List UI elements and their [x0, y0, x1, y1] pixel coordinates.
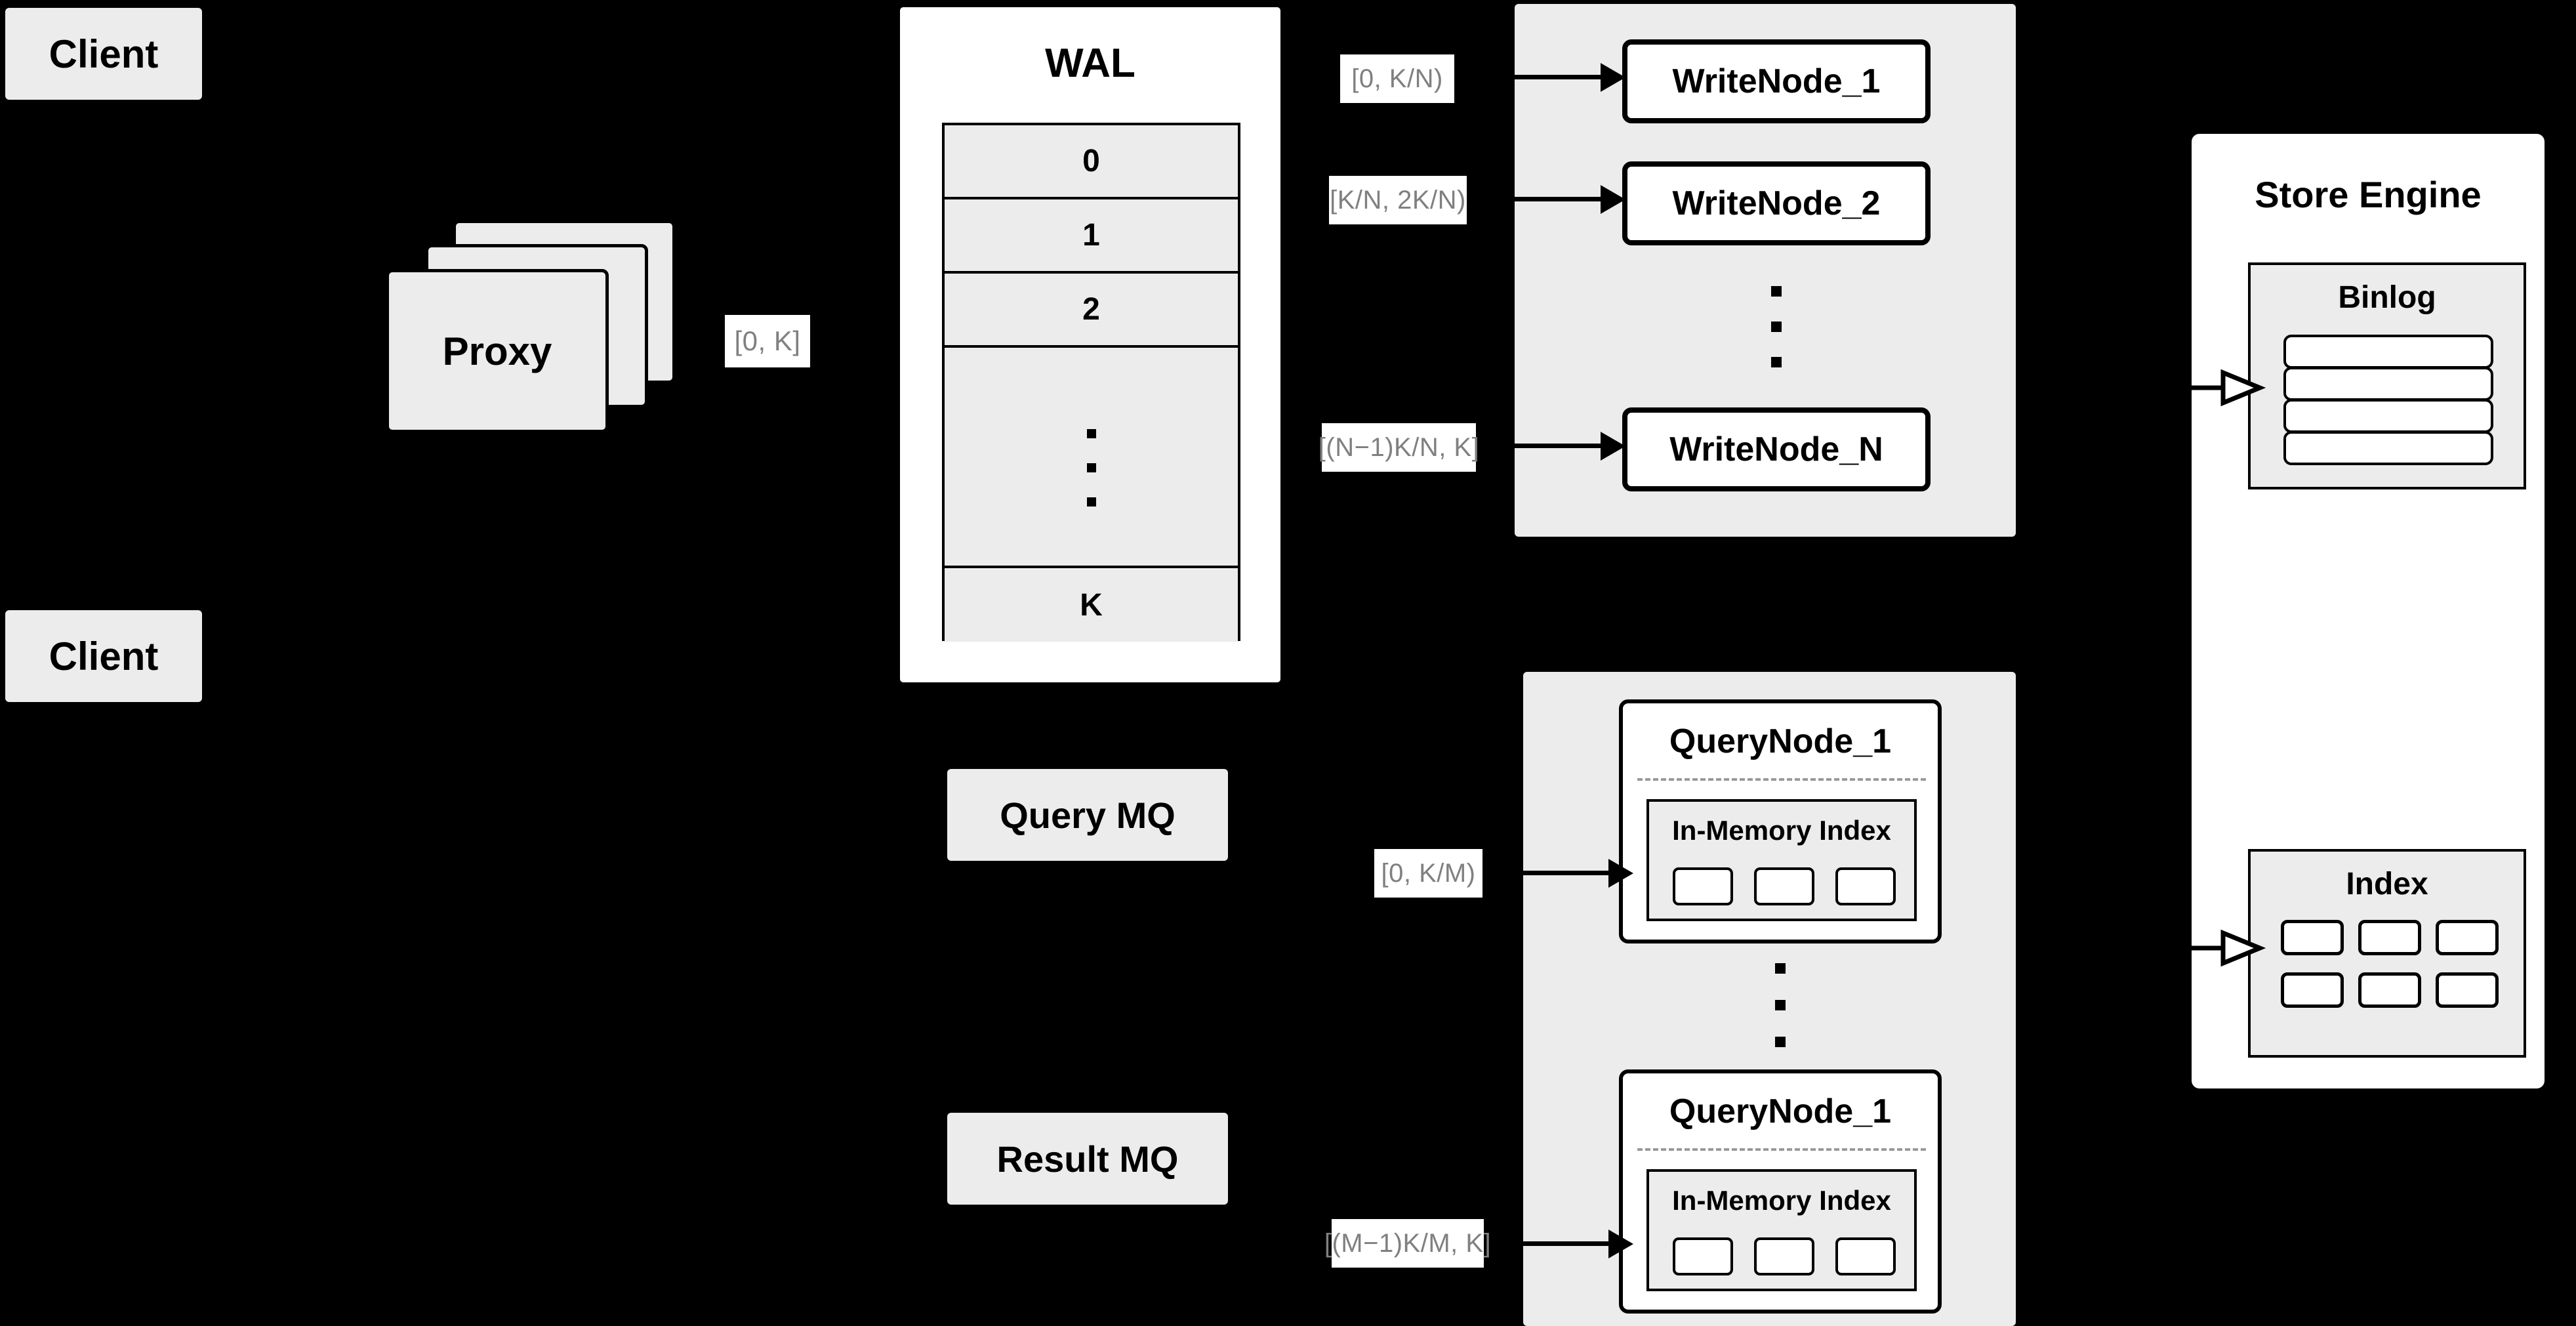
query-node-1[interactable]: QueryNode_1 In-Memory Index [1619, 699, 1942, 943]
index-cell-6[interactable] [2436, 972, 2499, 1008]
arrow-head-writenode-n [1601, 432, 1625, 461]
query-node-m-divider [1637, 1148, 1926, 1151]
write-node-n-label: WriteNode_N [1669, 430, 1883, 468]
write-cluster-ellipsis-dot-2 [1771, 321, 1782, 332]
query-node-1-index-cell-3[interactable] [1835, 867, 1896, 905]
binlog-box: Binlog [2248, 262, 2526, 489]
query-cluster-ellipsis-dot-2 [1775, 1000, 1786, 1010]
arrow-head-querynode-m [1608, 1230, 1633, 1258]
client-label-2: Client [49, 634, 159, 678]
client-label-1: Client [49, 31, 159, 76]
binlog-row-3[interactable] [2283, 399, 2493, 433]
edge-label-mq-to-querynode-1: [0, K/M) [1374, 849, 1482, 898]
result-mq-label: Result MQ [996, 1138, 1179, 1180]
edge-label-wal-to-writenode-2: [K/N, 2K/N) [1329, 176, 1467, 224]
edge-line-writenode-2 [1515, 197, 1607, 201]
client-node-2[interactable]: Client [5, 610, 202, 702]
wal-ellipsis-dot-3 [1086, 497, 1096, 507]
wal-title: WAL [1045, 41, 1135, 86]
wal-row-1[interactable]: 1 [945, 199, 1238, 274]
edge-line-writenode-1 [1515, 75, 1607, 79]
client-node-1[interactable]: Client [5, 8, 202, 100]
write-node-cluster: WriteNode_1 WriteNode_2 WriteNode_N [1515, 4, 2016, 537]
query-node-m-in-memory-index: In-Memory Index [1646, 1169, 1917, 1291]
query-node-m-index-title: In-Memory Index [1672, 1185, 1891, 1216]
arrow-head-into-index [2192, 929, 2266, 967]
index-cell-3[interactable] [2436, 920, 2499, 955]
index-cell-1[interactable] [2281, 920, 2344, 955]
edge-line-querynode-1 [1523, 871, 1615, 875]
index-cell-5[interactable] [2358, 972, 2421, 1008]
write-node-2[interactable]: WriteNode_2 [1622, 161, 1931, 245]
query-node-1-divider [1637, 778, 1926, 781]
wal-ellipsis-dot-1 [1086, 429, 1096, 438]
index-cell-4[interactable] [2281, 972, 2344, 1008]
query-node-m-index-cell-3[interactable] [1835, 1237, 1896, 1275]
edge-label-mq-to-querynode-m: [(M−1)K/M, K] [1324, 1219, 1491, 1268]
arrow-head-writenode-1 [1601, 63, 1625, 92]
query-node-cluster: QueryNode_1 In-Memory Index QueryNode_1 … [1523, 672, 2016, 1326]
write-node-2-label: WriteNode_2 [1672, 184, 1881, 222]
query-node-m-index-cell-1[interactable] [1673, 1237, 1733, 1275]
query-cluster-ellipsis-dot-3 [1775, 1037, 1786, 1047]
proxy-label: Proxy [442, 329, 552, 373]
wal-row-0[interactable]: 0 [945, 125, 1238, 199]
edge-line-writenode-n [1515, 444, 1607, 448]
store-engine-panel: Store Engine Binlog Index [2188, 130, 2548, 1092]
query-node-1-index-title: In-Memory Index [1672, 815, 1891, 846]
query-mq-node[interactable]: Query MQ [947, 769, 1228, 861]
query-cluster-ellipsis-dot-1 [1775, 963, 1786, 974]
wal-panel: WAL 0 1 2 K [897, 4, 1284, 686]
index-box: Index [2248, 849, 2526, 1058]
proxy-node[interactable]: Proxy [386, 269, 609, 433]
store-engine-title: Store Engine [2255, 174, 2482, 215]
query-node-1-index-cell-2[interactable] [1754, 867, 1814, 905]
query-mq-label: Query MQ [1000, 794, 1176, 836]
binlog-row-4[interactable] [2283, 431, 2493, 465]
binlog-row-1[interactable] [2283, 335, 2493, 369]
write-node-1-label: WriteNode_1 [1672, 62, 1881, 100]
write-node-1[interactable]: WriteNode_1 [1622, 39, 1931, 123]
arrow-head-into-binlog [2192, 369, 2266, 407]
edge-label-wal-to-writenode-n: [(N−1)K/N, K] [1319, 423, 1479, 472]
edge-label-proxy-to-wal: [0, K] [725, 315, 810, 367]
binlog-title: Binlog [2338, 280, 2436, 315]
wal-table: 0 1 2 K [942, 123, 1240, 642]
wal-row-ellipsis [945, 348, 1238, 568]
query-node-1-index-cell-1[interactable] [1673, 867, 1733, 905]
edge-label-wal-to-writenode-1: [0, K/N) [1340, 54, 1454, 103]
write-node-n[interactable]: WriteNode_N [1622, 407, 1931, 491]
query-node-m[interactable]: QueryNode_1 In-Memory Index [1619, 1069, 1942, 1314]
query-node-m-index-cell-2[interactable] [1754, 1237, 1814, 1275]
write-cluster-ellipsis-dot-3 [1771, 357, 1782, 367]
arrow-head-querynode-1 [1608, 859, 1633, 888]
wal-row-2[interactable]: 2 [945, 274, 1238, 348]
query-node-1-in-memory-index: In-Memory Index [1646, 799, 1917, 921]
query-node-1-title: QueryNode_1 [1669, 722, 1892, 760]
query-node-m-title: QueryNode_1 [1669, 1092, 1892, 1130]
index-title: Index [2346, 867, 2428, 901]
wal-ellipsis-dot-2 [1086, 463, 1096, 472]
result-mq-node[interactable]: Result MQ [947, 1113, 1228, 1205]
write-cluster-ellipsis-dot-1 [1771, 286, 1782, 297]
edge-line-querynode-m [1523, 1241, 1615, 1246]
arrow-head-writenode-2 [1601, 185, 1625, 214]
wal-row-k[interactable]: K [945, 568, 1238, 642]
binlog-row-2[interactable] [2283, 367, 2493, 401]
index-cell-2[interactable] [2358, 920, 2421, 955]
